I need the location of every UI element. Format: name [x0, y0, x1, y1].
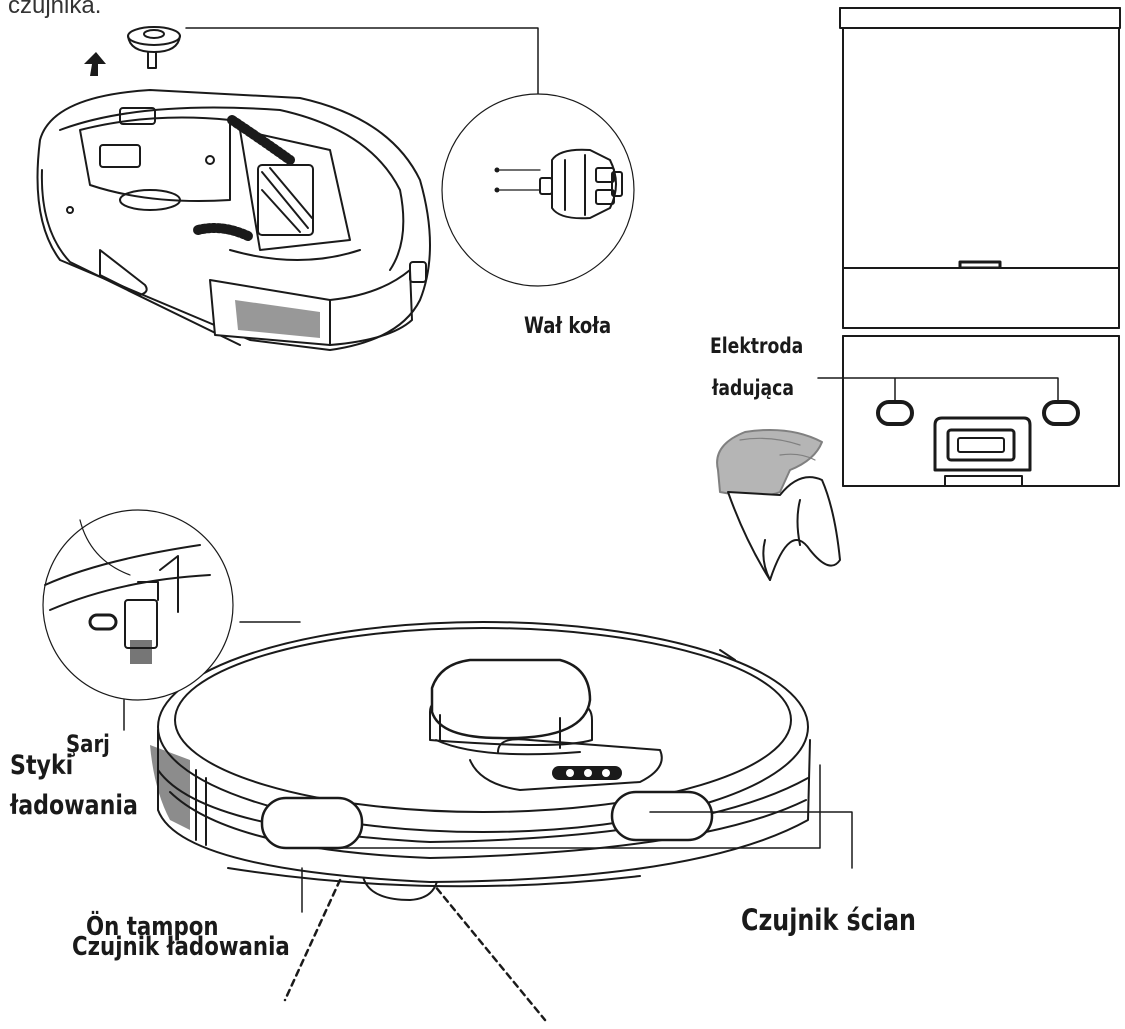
- label-charging-electrode-line2: ładująca: [712, 376, 794, 400]
- label-charging-sensor: Czujnik ładowania: [72, 932, 290, 962]
- label-wheel-shaft: Wał koła: [524, 314, 612, 339]
- label-charging-contacts-line2: ładowania: [10, 790, 138, 821]
- wheel-shaft-zoom: [441, 93, 635, 287]
- charging-contacts-zoom: [42, 509, 234, 701]
- robot-underside-drawing: [36, 26, 431, 351]
- label-charging-electrode-line1: Elektroda: [710, 334, 804, 358]
- robot-front-drawing: [150, 621, 811, 1022]
- label-front-bumper: Ön tampon: [86, 912, 219, 942]
- label-charging-contacts-line1: Styki: [10, 750, 74, 781]
- dock-station-drawing: [839, 7, 1121, 487]
- label-wall-sensor: Czujnik ścian: [741, 903, 916, 937]
- label-sarj: Şarj: [66, 730, 110, 758]
- cleaning-cloth-hand: [716, 429, 841, 581]
- wheel-removed-icon: [127, 26, 181, 69]
- caption-fragment: czujnika.: [8, 0, 102, 19]
- arrow-up-icon: [84, 52, 106, 76]
